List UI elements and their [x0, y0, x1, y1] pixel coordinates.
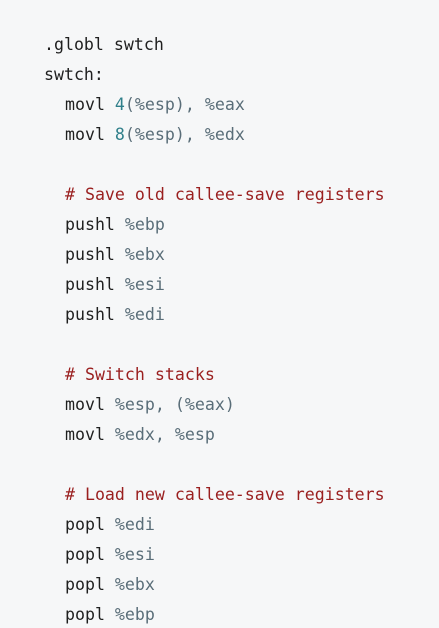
- instruction-op: movl: [64, 395, 115, 414]
- comment-text: # Save old callee-save registers: [64, 185, 385, 204]
- code-line-label: swtch:: [4, 30, 104, 84]
- code-line-push-ebx: pushl %ebx: [25, 210, 165, 264]
- code-line-pop-esi: popl %esi: [25, 510, 155, 564]
- offset-number: 4: [114, 95, 125, 114]
- instruction-op: pushl: [64, 215, 125, 234]
- instruction-op: pushl: [64, 305, 125, 324]
- register-operand: %ebp: [114, 605, 155, 624]
- code-line-movl-edx: movl 8(%esp), %edx: [25, 90, 245, 144]
- register-operand: %ebx: [124, 245, 165, 264]
- code-line-pop-ebp: popl %ebp: [25, 570, 155, 624]
- source-register: %esp: [114, 395, 155, 414]
- destination-register: %eax: [204, 95, 245, 114]
- operand-separator: , (: [154, 395, 185, 414]
- destination-register: %eax: [184, 395, 225, 414]
- register-operand: %esi: [124, 275, 165, 294]
- code-line-globl: .globl swtch: [4, 0, 164, 54]
- instruction-op: popl: [64, 515, 115, 534]
- code-line-push-esi: pushl %esi: [25, 240, 165, 294]
- instruction-op: popl: [64, 545, 115, 564]
- memory-operand: (%esp),: [124, 125, 205, 144]
- code-line-movl-load-esp: movl %edx, %esp: [25, 390, 215, 444]
- label-text: swtch:: [43, 65, 104, 84]
- instruction-op: movl: [64, 95, 115, 114]
- instruction-op: pushl: [64, 275, 125, 294]
- source-register: %edx: [114, 425, 155, 444]
- register-operand: %ebx: [114, 575, 155, 594]
- instruction-op: movl: [64, 125, 115, 144]
- destination-register: %edx: [204, 125, 245, 144]
- code-line-ret: ret: [25, 600, 95, 628]
- code-line-movl-eax: movl 4(%esp), %eax: [25, 60, 245, 114]
- code-line-movl-store-esp: movl %esp, (%eax): [25, 360, 235, 414]
- instruction-op: movl: [64, 425, 115, 444]
- comment-text: # Switch stacks: [64, 365, 215, 384]
- register-operand: %ebp: [124, 215, 165, 234]
- register-operand: %edi: [114, 515, 155, 534]
- code-line-pop-ebx: popl %ebx: [25, 540, 155, 594]
- closing-paren: ): [224, 395, 235, 414]
- code-comment-switch: # Switch stacks: [25, 330, 215, 384]
- code-line-pop-edi: popl %edi: [25, 480, 155, 534]
- instruction-op: popl: [64, 605, 115, 624]
- code-line-push-edi: pushl %edi: [25, 270, 165, 324]
- operand-separator: ,: [154, 425, 175, 444]
- register-operand: %edi: [124, 305, 165, 324]
- instruction-op: popl: [64, 575, 115, 594]
- offset-number: 8: [114, 125, 125, 144]
- comment-text: # Load new callee-save registers: [64, 485, 385, 504]
- destination-register: %esp: [174, 425, 215, 444]
- register-operand: %esi: [114, 545, 155, 564]
- instruction-op: pushl: [64, 245, 125, 264]
- code-line-push-ebp: pushl %ebp: [25, 180, 165, 234]
- code-comment-save: # Save old callee-save registers: [25, 150, 385, 204]
- directive-text: .globl swtch: [43, 35, 164, 54]
- memory-operand: (%esp),: [124, 95, 205, 114]
- code-comment-load: # Load new callee-save registers: [25, 450, 385, 504]
